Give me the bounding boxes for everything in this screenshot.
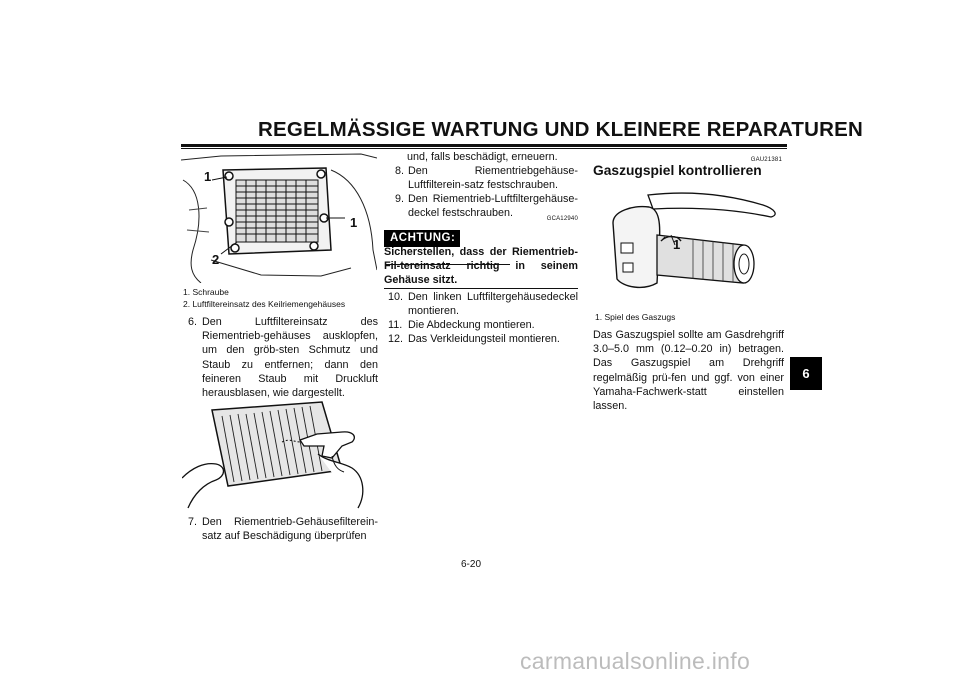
- step-11: 11. Die Abdeckung montieren.: [388, 318, 578, 333]
- throttle-figure-caption: 1. Spiel des Gaszugs: [595, 312, 676, 322]
- page-number: 6-20: [461, 559, 482, 570]
- throttle-paragraph: Das Gaszugspiel sollte am Gasdrehgriff 3…: [593, 329, 784, 413]
- caution-code: GCA12940: [546, 216, 578, 222]
- step-6: 6. Den Luftfiltereinsatz des Riementrieb…: [188, 315, 378, 399]
- step-number: 6.: [188, 316, 198, 328]
- figure1-caption-2: 2. Luftfiltereinsatz des Keilriemengehäu…: [183, 299, 346, 309]
- step-text: Den Riementriebgehäuse-Luftfilterein-sat…: [408, 165, 578, 192]
- caution-label: ACHTUNG:: [384, 230, 461, 247]
- throttle-figure-callout: 1: [673, 237, 681, 252]
- chapter-tab: 6: [790, 357, 822, 390]
- step-text: Die Abdeckung montieren.: [408, 319, 535, 331]
- header-rule: [181, 144, 787, 147]
- step-9: 9. Den Riementrieb-Luftfiltergehäuse-dec…: [395, 192, 578, 221]
- caution-header: ACHTUNG:: [384, 228, 578, 265]
- step-text: Den Luftfiltereinsatz des Riementrieb-ge…: [202, 316, 378, 400]
- throttle-grip-figure: [593, 183, 783, 298]
- figure1-callout-screw-right: 1: [350, 215, 358, 230]
- step-12: 12. Das Verkleidungsteil montieren.: [388, 332, 578, 347]
- header-rule-thin: [181, 148, 787, 149]
- step-number: 10.: [388, 291, 404, 303]
- caution-text: Sicherstellen, dass der Riementrieb-Fil-…: [384, 246, 578, 286]
- step-10: 10. Den linken Luftfiltergehäusedeckel m…: [388, 290, 578, 319]
- step-text: Den Riementrieb-Luftfiltergehäuse-deckel…: [408, 193, 578, 220]
- air-filter-housing-figure: [181, 150, 377, 283]
- step-number: 8.: [395, 165, 405, 177]
- step-text: Den linken Luftfiltergehäusedeckel monti…: [408, 291, 578, 318]
- step-7-continuation: und, falls beschädigt, erneuern.: [407, 151, 558, 163]
- step-number: 9.: [395, 193, 405, 205]
- watermark-text: carmanualsonline.info: [520, 648, 751, 674]
- step-8: 8. Den Riementriebgehäuse-Luftfilterein-…: [395, 164, 578, 193]
- figure1-callout-filter: 2: [212, 252, 220, 267]
- section-title: Gaszugspiel kontrollieren: [593, 163, 762, 178]
- figure1-caption-1: 1. Schraube: [183, 287, 229, 297]
- page-title: REGELMÄSSIGE WARTUNG UND KLEINERE REPARA…: [258, 118, 864, 141]
- step-text: Den Riementrieb-Gehäusefilterein-satz au…: [202, 516, 378, 543]
- step-number: 12.: [388, 333, 404, 345]
- compressed-air-figure: [182, 398, 372, 510]
- caution-bottom-rule: [384, 288, 578, 289]
- step-number: 11.: [388, 319, 403, 331]
- section-code: GAU21381: [750, 157, 782, 163]
- step-7: 7. Den Riementrieb-Gehäusefilterein-satz…: [188, 515, 378, 545]
- step-text: Das Verkleidungsteil montieren.: [408, 333, 560, 345]
- figure1-callout-screw-left: 1: [204, 169, 212, 184]
- caution-rule: [386, 250, 510, 265]
- step-number: 7.: [188, 516, 198, 528]
